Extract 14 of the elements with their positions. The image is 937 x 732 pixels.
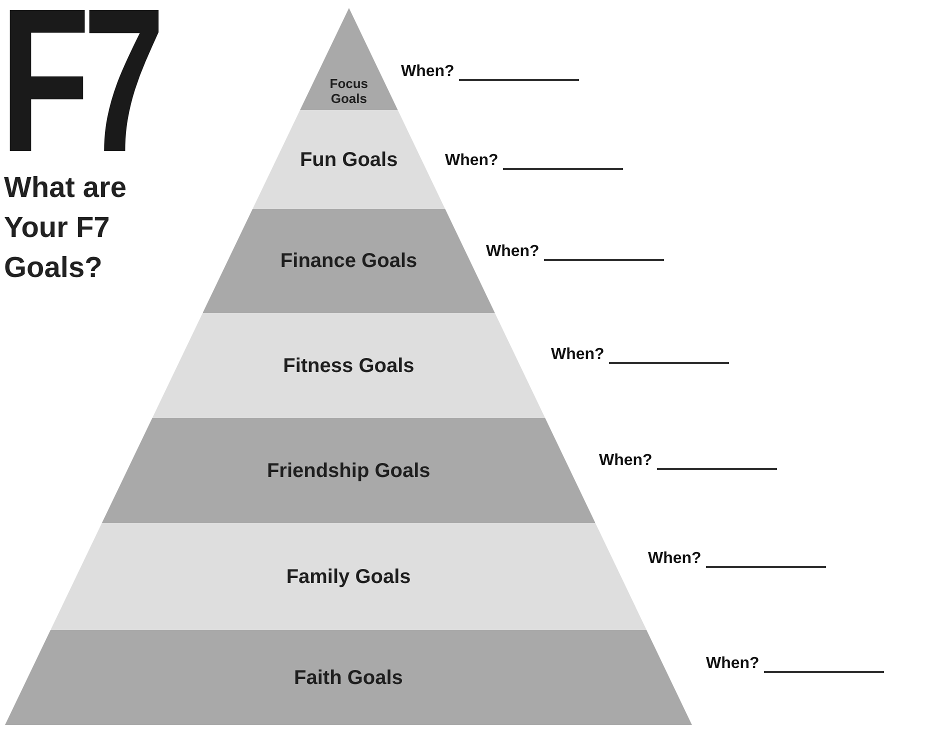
tier-label: Fitness Goals — [283, 354, 414, 378]
when-label: When? — [706, 655, 760, 673]
tier-label: Friendship Goals — [266, 458, 430, 482]
when-label: When? — [648, 550, 702, 568]
when-label: When? — [486, 243, 540, 261]
tier-label: Finance Goals — [280, 249, 418, 273]
when-label: When? — [445, 152, 498, 170]
tier-label: Fun Goals — [300, 148, 398, 172]
tier-label: Family Goals — [286, 564, 411, 588]
when-label: When? — [401, 63, 454, 81]
tier-label: Focus Goals — [328, 76, 370, 106]
when-label: When? — [599, 452, 652, 470]
when-label: When? — [551, 346, 604, 364]
tier-label: Faith Goals — [294, 666, 403, 690]
